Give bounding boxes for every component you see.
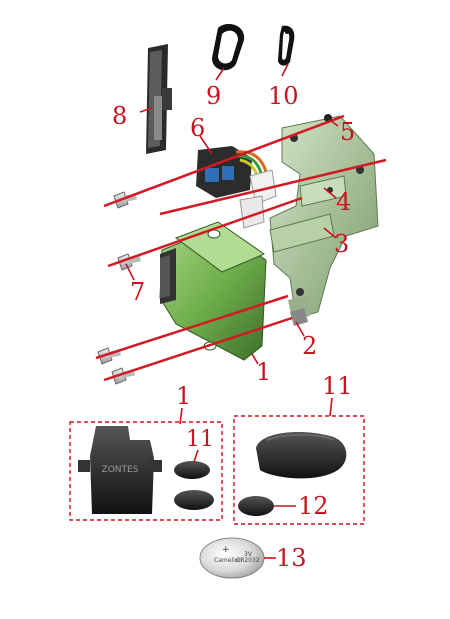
- kit-right-label: 11: [322, 372, 353, 400]
- large-cap: [256, 432, 347, 479]
- part-2-nut: [290, 308, 308, 326]
- battery-brand: Camelion: [214, 557, 242, 564]
- callout-9: 9: [206, 82, 221, 110]
- callout-5: 5: [340, 118, 355, 146]
- battery-13: + Camelion CR2032 3V 13: [199, 537, 307, 579]
- callout-1: 1: [256, 358, 271, 386]
- part-8-holder: [146, 44, 172, 154]
- callout-leaders: [125, 63, 339, 365]
- assembly-axis-lines: [95, 114, 387, 382]
- part-9-strap: [212, 24, 245, 71]
- callout-6: 6: [190, 114, 205, 142]
- kit-box-left: 1 ZONTES 11: [69, 382, 223, 521]
- callout-4: 4: [336, 188, 351, 216]
- module-brand-text: ZONTES: [102, 465, 139, 475]
- callout-10: 10: [268, 82, 299, 110]
- callout-2: 2: [302, 332, 317, 360]
- battery-model: CR2032: [236, 557, 260, 564]
- replacement-module: ZONTES: [78, 426, 162, 514]
- callout-3: 3: [334, 230, 349, 258]
- battery-label: 13: [276, 544, 307, 572]
- screw-upper-left: [113, 191, 137, 209]
- battery-voltage: 3V: [244, 551, 253, 558]
- part-6-connector: [196, 146, 277, 229]
- part-3-bracket: [269, 115, 379, 320]
- button-cell-holder: [238, 496, 274, 516]
- caps-11: [174, 461, 214, 510]
- kit-box-right: 11 12: [233, 372, 365, 525]
- battery-plus: +: [222, 545, 230, 555]
- callout-8: 8: [112, 102, 127, 130]
- kit-right-sub-label: 12: [298, 492, 329, 520]
- kit-left-label: 1: [176, 382, 191, 410]
- part-10-tag: [278, 25, 295, 66]
- callout-7: 7: [130, 278, 145, 306]
- kit-left-sub-label: 11: [186, 427, 214, 452]
